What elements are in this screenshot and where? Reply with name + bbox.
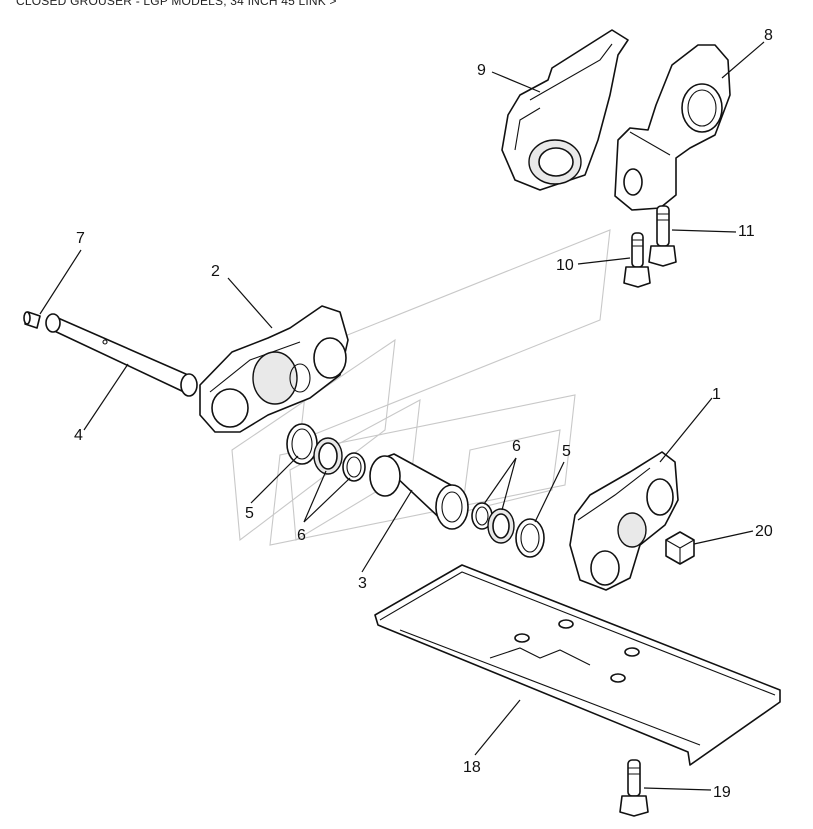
callout-7: 7 — [76, 230, 85, 247]
part-8-link[interactable] — [614, 44, 731, 211]
callout-19: 19 — [713, 784, 731, 801]
part-4-pin[interactable] — [45, 313, 198, 397]
callout-11: 11 — [738, 223, 755, 240]
part-6-seal-right-b[interactable] — [487, 508, 515, 544]
part-19-bolt[interactable] — [619, 759, 649, 817]
part-5-seal-right[interactable] — [515, 518, 545, 558]
part-5-seal-left[interactable] — [286, 423, 318, 465]
part-1-link[interactable] — [569, 451, 679, 591]
part-18-track-shoe[interactable] — [374, 564, 781, 766]
leader-lines — [39, 41, 765, 791]
callout-5: 5 — [245, 505, 254, 522]
callout-4: 4 — [74, 427, 83, 444]
part-6-seal-left-b[interactable] — [342, 452, 366, 482]
part-7-pin[interactable] — [23, 311, 41, 329]
callout-labels: 1 2 3 4 5 5 6 6 7 8 9 10 11 18 19 20 — [74, 27, 773, 801]
callout-9: 9 — [477, 62, 486, 79]
callout-3: 3 — [358, 575, 367, 592]
part-2-link[interactable] — [199, 305, 349, 433]
callout-2: 2 — [211, 263, 220, 280]
part-10-bolt[interactable] — [623, 232, 651, 288]
callout-6: 6 — [297, 527, 306, 544]
callout-6: 6 — [512, 438, 521, 455]
callout-5: 5 — [562, 443, 571, 460]
part-20-nut[interactable] — [665, 531, 695, 565]
callout-1: 1 — [712, 386, 721, 403]
diagram-title: CLOSED GROUSER - LGP MODELS, 34 INCH 45 … — [16, 0, 337, 8]
part-9-link[interactable] — [501, 29, 629, 191]
callout-20: 20 — [755, 523, 773, 540]
callout-18: 18 — [463, 759, 481, 776]
callout-10: 10 — [556, 257, 574, 274]
callout-8: 8 — [764, 27, 773, 44]
part-3-bushing[interactable] — [369, 453, 469, 530]
part-11-bolt[interactable] — [648, 205, 677, 267]
part-6-seal-left-a[interactable] — [313, 437, 343, 475]
